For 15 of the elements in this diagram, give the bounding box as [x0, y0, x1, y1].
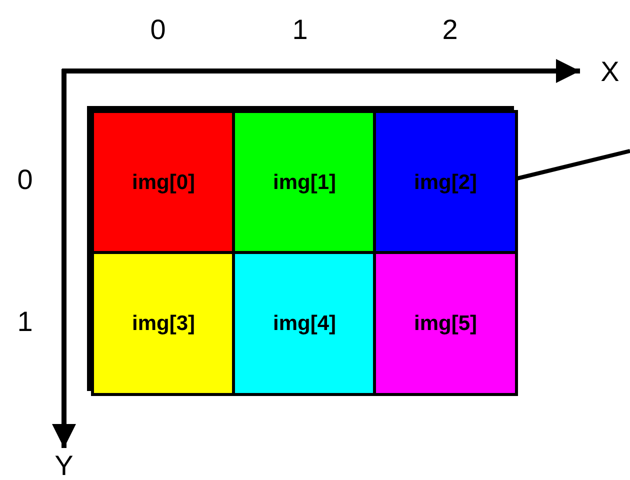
pixel-cell [373, 251, 518, 396]
axis-label: X [600, 58, 620, 86]
column-index: 1 [292, 16, 308, 44]
leader-line [516, 149, 630, 180]
column-index: 2 [442, 16, 458, 44]
cell-label: img[2] [414, 170, 477, 194]
cell-label: img[3] [132, 312, 195, 336]
axis-label: Y [54, 452, 74, 480]
cell-label: img[5] [414, 312, 477, 336]
cell-label: img[4] [273, 312, 336, 336]
cell-label: img[0] [132, 170, 195, 194]
row-index: 1 [17, 308, 33, 336]
row-index: 0 [17, 166, 33, 194]
column-index: 0 [150, 16, 166, 44]
cell-label: img[1] [273, 170, 336, 194]
